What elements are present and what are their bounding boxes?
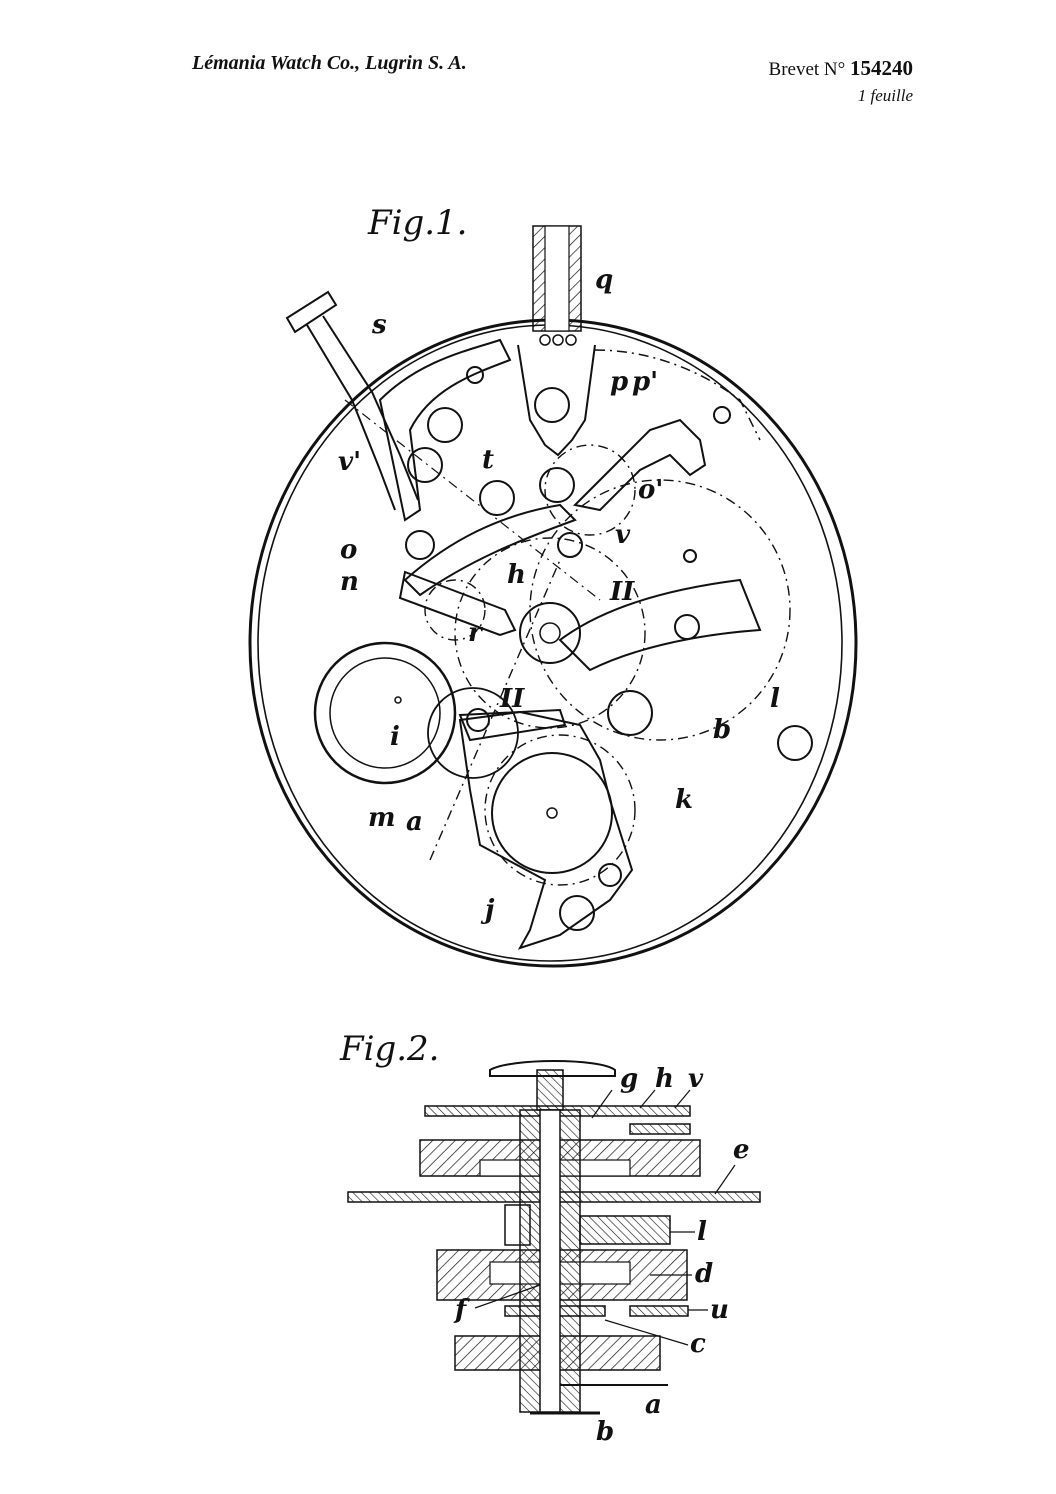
label-II-top: II (609, 577, 635, 607)
axis-line-a (429, 559, 561, 861)
company-name: Lémania Watch Co., Lugrin S. A. (192, 52, 467, 74)
wheel-j (491, 752, 613, 874)
label-h: h (655, 1064, 674, 1094)
lever-o-prime (572, 418, 707, 512)
wheel-k-outline (484, 734, 636, 886)
screw (466, 366, 484, 384)
screw (674, 614, 700, 640)
label-o: o (340, 535, 357, 565)
arbor-f (539, 1109, 561, 1413)
wheel-v-outline (544, 444, 636, 536)
label-q: q (595, 265, 613, 295)
wheel-b (607, 690, 653, 736)
center-wheel (519, 602, 581, 664)
center-pinion (539, 622, 561, 644)
screw (557, 532, 583, 558)
fig2-title: Fig.2. (339, 1029, 439, 1069)
label-h: h (507, 560, 526, 590)
screw (466, 708, 490, 732)
figure-1: Fig.1. (248, 203, 858, 968)
screw (777, 725, 813, 761)
button-stem (536, 1069, 564, 1111)
label-j: j (480, 895, 495, 925)
label-l: l (697, 1217, 707, 1247)
plate-v (629, 1123, 691, 1135)
lever-v-prime (378, 338, 512, 522)
screw (713, 406, 731, 424)
patent-number: Brevet N° 154240 (769, 56, 913, 81)
barrel-m (313, 641, 457, 785)
label-II-mid: II (499, 684, 525, 714)
label-r: r (468, 618, 484, 648)
label-p-prime: p' (632, 367, 658, 397)
screw (683, 549, 697, 563)
label-a: a (406, 807, 423, 837)
train-bridge (458, 710, 634, 950)
push-button-top (489, 1060, 616, 1077)
patent-prefix: Brevet N° (768, 59, 846, 80)
label-e: e (733, 1135, 750, 1165)
figure-2: Fig.2. g h v e (339, 1029, 761, 1447)
label-n: n (340, 567, 359, 597)
screw (479, 480, 515, 516)
patent-number-value: 154240 (850, 56, 913, 80)
screw (559, 895, 595, 931)
label-s: s (371, 310, 387, 340)
label-d: d (695, 1259, 713, 1289)
spring-p-prime-outline (594, 349, 761, 441)
label-f: f (453, 1295, 470, 1325)
label-l: l (770, 684, 780, 714)
label-a: a (645, 1390, 662, 1420)
label-k: k (675, 785, 693, 815)
label-i: i (390, 722, 400, 752)
wheel-j-center (546, 807, 558, 819)
fig1-title: Fig.1. (367, 203, 467, 243)
crown-stem-q (532, 225, 582, 346)
screw (427, 407, 463, 443)
lever-o (403, 503, 577, 597)
bridge-arm (458, 708, 567, 742)
screw (598, 863, 622, 887)
pusher-s (285, 290, 419, 511)
label-p: p (610, 367, 628, 397)
part-u (629, 1305, 689, 1317)
axis-line-s (344, 399, 601, 601)
label-g: g (620, 1064, 638, 1094)
screw (539, 467, 575, 503)
label-b: b (713, 715, 731, 745)
label-m: m (368, 803, 396, 833)
wheel-r-outline (424, 579, 486, 641)
label-v: v (615, 520, 631, 550)
label-u: u (710, 1295, 729, 1325)
wheel-l-section (579, 1215, 671, 1245)
spring-p (517, 344, 596, 457)
wheel-l-outline (529, 479, 791, 741)
label-t: t (482, 445, 494, 475)
label-b: b (596, 1417, 614, 1447)
barrel-inner (329, 657, 441, 769)
label-c: c (690, 1329, 706, 1359)
fig1-labels: q s p p' v' t o' o v n h II r l i II b k… (338, 265, 780, 925)
slot-n (398, 570, 517, 637)
screw (534, 387, 570, 423)
curved-arm (558, 578, 762, 672)
screw (405, 530, 435, 560)
screws (405, 366, 813, 931)
label-v-prime: v' (338, 447, 361, 477)
label-v: v (688, 1064, 704, 1094)
fig2-leaders (474, 1089, 736, 1346)
barrel-center (394, 696, 402, 704)
label-o-prime: o' (638, 475, 663, 505)
fig2-labels: g h v e l d f u c a b (453, 1064, 750, 1447)
screw (407, 447, 443, 483)
sheet-count: 1 feuille (857, 86, 913, 105)
chrono-wheel-outline (454, 537, 646, 729)
